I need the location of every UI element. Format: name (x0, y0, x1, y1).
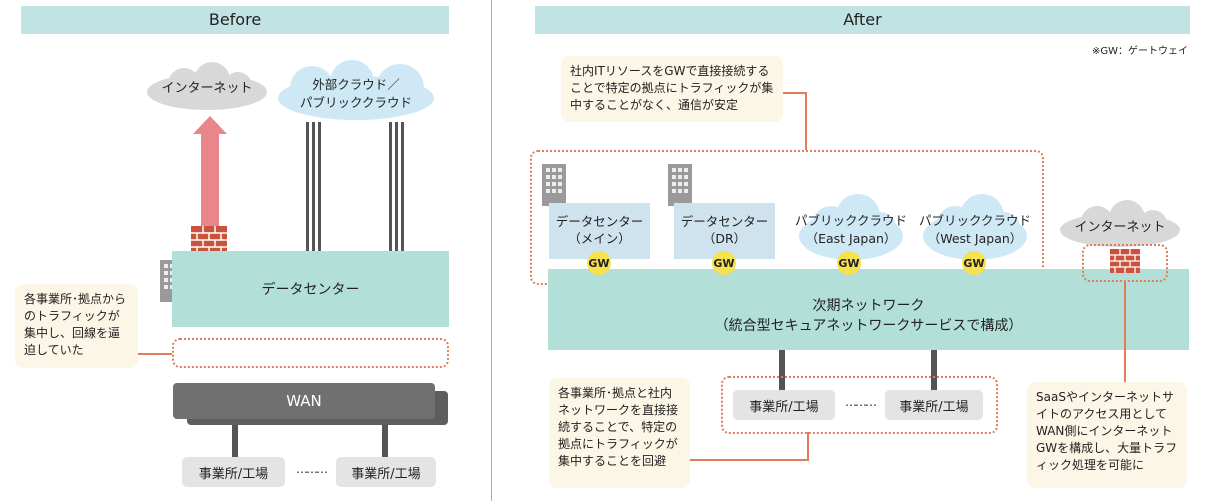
dc-dr-label-2: （DR） (702, 231, 747, 246)
firewall-icon (1110, 249, 1140, 273)
before-office-left: 事業所/工場 (182, 457, 285, 487)
after-bottom-right-note: SaaSやインターネットサイトのアクセス用としてWAN側にインターネットGWを構… (1027, 382, 1187, 488)
office-link-line (232, 425, 238, 459)
dc-main-box: データセンター （メイン） (549, 203, 650, 259)
after-top-note: 社内ITリソースをGWで直接接続することで特定の拠点にトラフィックが集中すること… (561, 56, 783, 122)
cloud-link-line (395, 122, 398, 252)
offices-group-box (721, 376, 998, 434)
after-internet-label: インターネット (1074, 220, 1166, 235)
before-office-right: 事業所/工場 (336, 457, 436, 487)
office-label: 事業所/工場 (749, 399, 819, 415)
dc-main-label-1: データセンター (555, 214, 644, 229)
top-note-connector-h (783, 92, 807, 94)
building-icon (542, 164, 566, 206)
cloud-link-line (389, 122, 392, 252)
after-dots: ……… (845, 395, 877, 409)
wan-box: WAN (173, 383, 435, 419)
office-link-line (931, 350, 937, 390)
panel-divider (491, 0, 492, 501)
next-network-box: 次期ネットワーク （統合型セキュアネットワークサービスで構成） (548, 269, 1189, 350)
before-header: Before (21, 6, 449, 34)
cloud-east-label-2: （East Japan） (805, 231, 897, 246)
before-congestion-box (172, 338, 449, 368)
office-label: 事業所/工場 (198, 466, 269, 482)
internet-gw-box (1082, 244, 1168, 282)
network-label-2: （統合型セキュアネットワークサービスで構成） (714, 317, 1023, 334)
cloud-east-icon (799, 194, 903, 260)
cloud-link-line (312, 122, 315, 252)
after-office-left: 事業所/工場 (733, 390, 835, 420)
bottom-note-connector-v (807, 432, 809, 461)
firewall-icon (191, 226, 227, 254)
gw-badge-west: GW (962, 251, 986, 275)
wan-label: WAN (286, 392, 322, 410)
public-cloud-icon (278, 60, 434, 120)
before-note: 各事業所･拠点からのトラフィックが集中し、回線を逼迫していた (15, 284, 138, 368)
gw-badge-dr: GW (712, 251, 736, 275)
network-label-1: 次期ネットワーク (812, 297, 925, 314)
cloud-link-line (401, 122, 404, 252)
before-cloud-label-1: 外部クラウド／ (312, 77, 400, 92)
before-datacenter-box: データセンター (172, 251, 449, 327)
bottom-note-connector-h (690, 459, 809, 461)
internet-cloud-icon (1060, 200, 1180, 247)
cloud-west-label-2: （West Japan） (927, 231, 1023, 246)
before-note-connector (138, 353, 172, 355)
before-datacenter-label: データセンター (261, 282, 360, 298)
before-internet-label: インターネット (161, 81, 253, 96)
gw-footnote: ※GW：ゲートウェイ (1091, 46, 1188, 57)
office-label: 事業所/工場 (351, 466, 421, 482)
office-link-line (779, 350, 785, 390)
internet-gw-connector (1124, 282, 1126, 382)
building-icon (668, 164, 692, 206)
top-note-connector-v (805, 92, 807, 150)
dc-dr-box: データセンター （DR） (674, 203, 775, 259)
before-dots: ……… (296, 462, 328, 476)
dc-main-label-2: （メイン） (568, 231, 631, 246)
dc-dr-label-1: データセンター (680, 214, 769, 229)
before-cloud-label-2: パブリッククラウド (299, 95, 412, 110)
after-bottom-left-note: 各事業所･拠点と社内ネットワークを直接接続することで、特定の拠点にトラフィックが… (549, 378, 690, 488)
internet-cloud-icon (147, 62, 267, 110)
office-label: 事業所/工場 (899, 399, 969, 415)
cloud-link-line (318, 122, 321, 252)
cloud-west-label-1: パブリッククラウド (918, 213, 1031, 228)
after-header: After (535, 6, 1190, 34)
after-office-right: 事業所/工場 (885, 390, 983, 420)
cloud-west-icon (923, 194, 1027, 260)
up-arrow-icon (193, 116, 227, 228)
gw-badge-main: GW (587, 251, 611, 275)
office-link-line (382, 425, 388, 459)
gw-badge-east: GW (837, 251, 861, 275)
cloud-east-label-1: パブリッククラウド (794, 213, 907, 228)
cloud-link-line (306, 122, 309, 252)
